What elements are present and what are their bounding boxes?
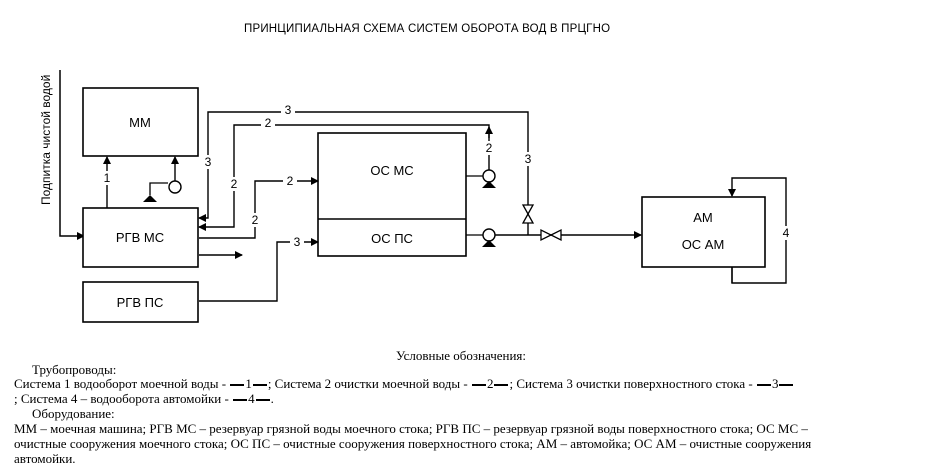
block-mm: ММ (82, 87, 199, 157)
line-number-3c: 3 (525, 152, 532, 166)
legend-line-end: . (270, 391, 274, 406)
block-os-ms-label: ОС МС (370, 163, 413, 178)
legend-equipment-line: автомойки. (14, 451, 76, 466)
line-number-3b: 3 (205, 155, 212, 169)
legend-pipelines-line-1: Система 1 водооборот моечной воды - 1 ; С… (14, 376, 794, 391)
pipe-system-3-supply (199, 238, 319, 302)
pump-icon (466, 228, 496, 247)
legend-equipment-line: очистные сооружения моечного стока; ОС П… (14, 436, 812, 451)
supply-line (59, 70, 85, 240)
line-number-2e: 2 (287, 174, 294, 188)
block-rgv-ps-label: РГВ ПС (117, 295, 164, 310)
legend-system-1: Система 1 водооборот моечной воды - (14, 376, 227, 391)
valve-icon (521, 204, 535, 235)
line-number-1: 1 (104, 171, 111, 185)
legend-system-2-num: 2 (486, 376, 494, 391)
legend-heading: Условные обозначения: (396, 348, 527, 363)
legend-equipment-line: ММ – моечная машина; РГВ МС – резервуар … (14, 421, 808, 436)
line-number-2d: 2 (252, 213, 259, 227)
line-number-3d: 3 (294, 235, 301, 249)
legend-system-2: ; Система 2 очистки моечной воды - (267, 376, 468, 391)
legend-system-3-num: 3 (771, 376, 779, 391)
legend-system-4-num: 4 (248, 391, 255, 406)
valve-icon (540, 228, 562, 242)
block-os-ps-label: ОС ПС (371, 231, 413, 246)
line-number-2b: 2 (231, 177, 238, 191)
block-rgv-ms-label: РГВ МС (116, 230, 164, 245)
block-mm-label: ММ (129, 115, 151, 130)
block-rgv-ms: РГВ МС (82, 207, 199, 268)
line-number-2a: 2 (265, 116, 272, 130)
page-title: ПРИНЦИПИАЛЬНАЯ СХЕМА СИСТЕМ ОБОРОТА ВОД … (244, 23, 611, 35)
block-rgv-ps: РГВ ПС (82, 281, 199, 323)
pump-icon (143, 156, 182, 202)
legend-pipelines-label: Трубопроводы: (32, 362, 117, 377)
pump-icon (466, 126, 496, 188)
legend-equipment-label: Оборудование: (32, 406, 115, 421)
pipe-system-2-supply (199, 177, 319, 239)
legend-system-3: ; Система 3 очистки поверхностного стока… (509, 376, 753, 391)
block-am: АМ ОС АМ (641, 196, 766, 268)
legend-pipelines-line-2: ; Система 4 – водооборота автомойки - 4. (14, 391, 274, 406)
circulation-scheme: Подпитка чистой водой ММ РГВ МС РГВ ПС О… (39, 70, 790, 323)
block-os-ms-ps: ОС МС ОС ПС (317, 132, 467, 257)
pipe-system-3-return (198, 111, 529, 222)
supply-label: Подпитка чистой водой (39, 75, 53, 205)
legend-system-4: ; Система 4 – водооборота автомойки - (14, 391, 229, 406)
line-number-4: 4 (783, 226, 790, 240)
block-os-am-label: ОС АМ (682, 237, 725, 252)
line-number-2c: 2 (486, 141, 493, 155)
legend-system-1-num: 1 (245, 376, 252, 391)
block-am-label: АМ (693, 210, 713, 225)
line-number-3a: 3 (285, 103, 292, 117)
